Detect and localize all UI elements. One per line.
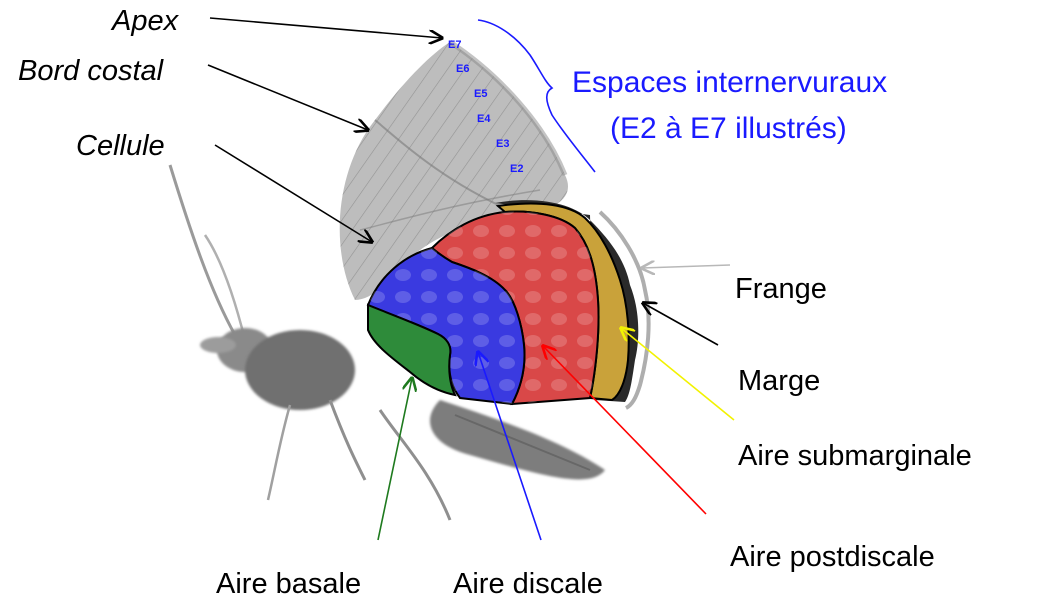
antenna-icon xyxy=(170,165,235,335)
label-marge: Marge xyxy=(738,365,820,397)
label-cellule: Cellule xyxy=(76,130,165,162)
space-label: E6 xyxy=(456,63,469,75)
label-bord-costal: Bord costal xyxy=(18,55,165,87)
leg xyxy=(268,405,290,500)
bord-costal-arrow xyxy=(208,65,368,130)
label-espaces-line1: Espaces internervuraux xyxy=(572,66,887,99)
apex-arrow xyxy=(210,18,442,38)
label-aire-discale: Aire discale xyxy=(453,568,603,600)
space-label: E5 xyxy=(474,88,487,100)
thorax xyxy=(245,330,355,410)
space-label: E4 xyxy=(477,113,491,125)
space-label: E7 xyxy=(448,39,461,51)
aire-submarginale-arrow xyxy=(621,328,734,420)
leg xyxy=(330,400,365,480)
label-aire-basale: Aire basale xyxy=(216,568,361,600)
marge-arrow xyxy=(643,303,718,345)
space-label: E3 xyxy=(496,138,509,150)
label-aire-submarginale: Aire submarginale xyxy=(738,440,972,472)
label-apex: Apex xyxy=(110,5,180,37)
space-label: E2 xyxy=(510,163,523,175)
label-frange: Frange xyxy=(735,273,827,305)
label-aire-postdiscale: Aire postdiscale xyxy=(730,541,935,573)
frange-arrow xyxy=(642,265,730,268)
aire-basale-arrow xyxy=(378,378,412,540)
label-espaces-line2: (E2 à E7 illustrés) xyxy=(610,112,847,145)
